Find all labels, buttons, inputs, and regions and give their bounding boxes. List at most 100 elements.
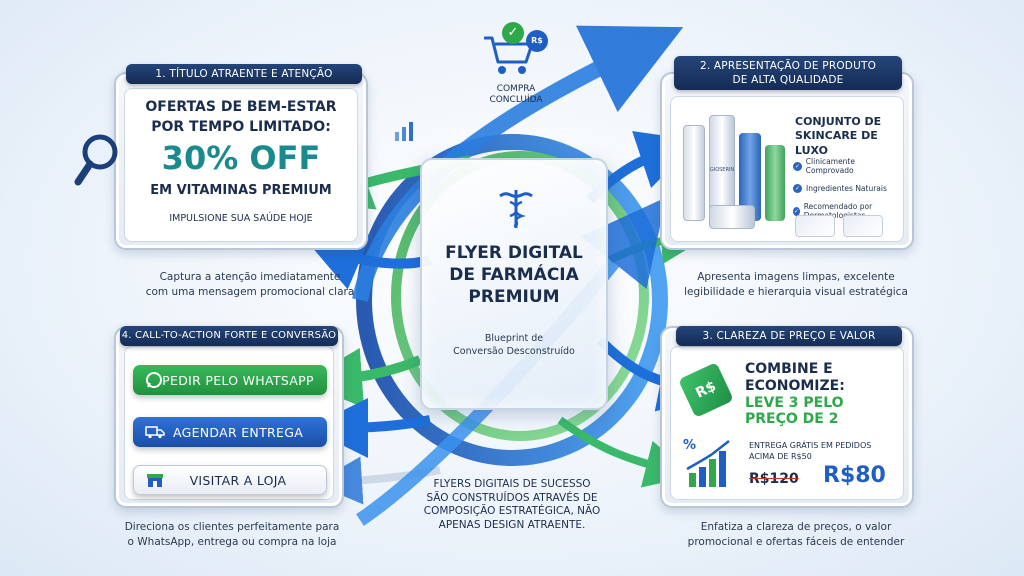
caduceus-icon bbox=[499, 190, 533, 228]
panel-pricing-content: R$ COMBINE E ECONOMIZE: LEVE 3 PELO PREÇ… bbox=[670, 346, 904, 500]
panel3-header: 3. CLAREZA DE PREÇO E VALOR bbox=[676, 326, 902, 346]
bottom-note: FLYERS DIGITAIS DE SUCESSO SÃO CONSTRUÍD… bbox=[402, 478, 622, 533]
panel-cta-content: PEDIR PELO WHATSAPP AGENDAR ENTREGA VISI… bbox=[124, 346, 334, 500]
schedule-delivery-button[interactable]: AGENDAR ENTREGA bbox=[133, 417, 327, 447]
panel2-header-line1: 2. APRESENTAÇÃO DE PRODUTO bbox=[699, 60, 877, 72]
panel-cta: PEDIR PELO WHATSAPP AGENDAR ENTREGA VISI… bbox=[114, 326, 344, 508]
headline-line4: IMPULSIONE SUA SAÚDE HOJE bbox=[169, 213, 313, 224]
promo-line4: PREÇO DE 2 bbox=[745, 411, 839, 428]
product-title: CONJUNTO DE SKINCARE DE LUXO bbox=[795, 115, 903, 158]
bullet-item: ✓ Ingredientes Naturais bbox=[793, 184, 903, 193]
panel-headline: OFERTAS DE BEM-ESTAR POR TEMPO LIMITADO:… bbox=[114, 72, 368, 250]
headline-line2: POR TEMPO LIMITADO: bbox=[151, 119, 331, 135]
center-subtitle-line1: Blueprint de bbox=[484, 333, 544, 344]
product-title-line1: CONJUNTO DE bbox=[795, 115, 882, 128]
schedule-delivery-button-label: AGENDAR ENTREGA bbox=[172, 424, 304, 440]
arrow-to-panel4-b bbox=[308, 397, 431, 458]
panel-product: GIOSERIN CONJUNTO DE SKINCARE DE LUXO ✓C… bbox=[660, 72, 914, 250]
new-price: R$80 bbox=[823, 463, 886, 488]
whatsapp-icon bbox=[146, 372, 162, 388]
bullet-text: Clinicamente Comprovado bbox=[805, 157, 855, 175]
shipping-note: ENTREGA GRÁTIS EM PEDIDOS ACIMA DE R$50 bbox=[749, 441, 871, 463]
bottom-note-line1: FLYERS DIGITAIS DE SUCESSO bbox=[433, 478, 591, 490]
center-title-line3: PREMIUM bbox=[468, 287, 560, 308]
visit-store-button-label: VISITAR A LOJA bbox=[189, 472, 287, 488]
panel3-caption-line1: Enfatiza a clareza de preços, o valor bbox=[700, 521, 892, 533]
bullet-text: Recomendado por Dermatologistas bbox=[803, 202, 873, 220]
product-bullets: ✓Clinicamente Comprovado ✓Ingredientes N… bbox=[793, 157, 903, 229]
shipping-line2: ACIMA DE R$50 bbox=[749, 451, 812, 461]
panel4-header: 4. CALL-TO-ACTION FORTE E CONVERSÃO bbox=[120, 326, 338, 346]
bottle-2 bbox=[709, 115, 735, 221]
bottom-note-line2: SÃO CONSTRUÍDOS ATRAVÉS DE bbox=[426, 491, 598, 504]
whatsapp-button-label: PEDIR PELO WHATSAPP bbox=[162, 372, 314, 388]
bottle-3 bbox=[739, 133, 761, 221]
panel1-caption-line1: Captura a atenção imediatamente bbox=[159, 271, 341, 283]
panel2-header-line2: DE ALTA QUALIDADE bbox=[732, 74, 844, 86]
panel4-caption: Direciona os clientes perfeitamente para… bbox=[112, 520, 352, 550]
panel1-caption: Captura a atenção imediatamente com uma … bbox=[130, 270, 370, 300]
bullet-item: ✓Recomendado por Dermatologistas bbox=[793, 202, 903, 220]
old-price: R$120 bbox=[749, 471, 799, 487]
headline-line1: OFERTAS DE BEM-ESTAR bbox=[145, 99, 337, 115]
center-subtitle: Blueprint de Conversão Desconstruído bbox=[422, 332, 606, 359]
cart-label-line2: CONCLUÍDA bbox=[489, 95, 543, 106]
check-icon: ✓ bbox=[793, 206, 800, 216]
promo-text: COMBINE E ECONOMIZE: LEVE 3 PELO PREÇO D… bbox=[745, 361, 845, 428]
panel-headline-content: OFERTAS DE BEM-ESTAR POR TEMPO LIMITADO:… bbox=[124, 88, 358, 242]
product-thumb-2 bbox=[843, 215, 883, 237]
panel4-caption-line2: o WhatsApp, entrega ou compra na loja bbox=[127, 536, 337, 549]
panel-product-content: GIOSERIN CONJUNTO DE SKINCARE DE LUXO ✓C… bbox=[670, 96, 904, 242]
promo-line1: COMBINE E bbox=[745, 361, 833, 377]
bullet-item: ✓Clinicamente Comprovado bbox=[793, 157, 903, 175]
check-circle-icon: ✓ bbox=[502, 22, 524, 44]
panel3-caption-line2: promocional e ofertas fáceis de entender bbox=[687, 536, 905, 549]
bottom-note-line4: APENAS DESIGN ATRAENTE. bbox=[438, 518, 586, 531]
panel2-header: 2. APRESENTAÇÃO DE PRODUTO DE ALTA QUALI… bbox=[674, 56, 902, 90]
bottle-label: GIOSERIN bbox=[709, 167, 735, 173]
svg-text:%: % bbox=[683, 438, 696, 453]
bottle-4 bbox=[765, 145, 785, 221]
center-title-line2: DE FARMÁCIA bbox=[449, 265, 579, 286]
promo-line3: LEVE 3 PELO bbox=[745, 394, 844, 411]
price-tag-icon: R$ bbox=[678, 362, 734, 418]
panel-pricing: R$ COMBINE E ECONOMIZE: LEVE 3 PELO PREÇ… bbox=[660, 326, 914, 508]
check-icon: ✓ bbox=[793, 161, 802, 171]
product-thumb-1 bbox=[795, 215, 835, 237]
storefront-icon bbox=[147, 474, 163, 487]
price-tag-label: R$ bbox=[693, 378, 719, 402]
jar bbox=[709, 205, 755, 229]
currency-coin: R$ bbox=[526, 30, 548, 52]
purchase-complete-badge: ✓ R$ COMPRA CONCLUÍDA bbox=[476, 22, 556, 112]
magnifier-icon bbox=[74, 134, 118, 186]
check-icon: ✓ bbox=[793, 184, 802, 193]
center-subtitle-line2: Conversão Desconstruído bbox=[453, 346, 575, 358]
panel3-caption: Enfatiza a clareza de preços, o valor pr… bbox=[676, 520, 916, 550]
arrow-to-panel3-b bbox=[557, 416, 694, 488]
promo-line2: ECONOMIZE: bbox=[745, 377, 845, 394]
center-title-line1: FLYER DIGITAL bbox=[445, 243, 583, 263]
product-title-line2: SKINCARE DE LUXO bbox=[795, 129, 878, 157]
bottle-1 bbox=[683, 125, 705, 221]
panel2-caption-line1: Apresenta imagens limpas, excelente bbox=[697, 271, 895, 283]
panel2-caption: Apresenta imagens limpas, excelente legi… bbox=[676, 270, 916, 300]
headline-line3: EM VITAMINAS PREMIUM bbox=[150, 183, 332, 198]
panel2-caption-line2: legibilidade e hierarquia visual estraté… bbox=[684, 286, 908, 299]
whatsapp-button[interactable]: PEDIR PELO WHATSAPP bbox=[133, 365, 327, 395]
cart-label-line1: COMPRA bbox=[496, 84, 536, 94]
bottom-note-line3: COMPOSIÇÃO ESTRATÉGICA, NÃO bbox=[423, 505, 601, 518]
shopping-cart-icon bbox=[484, 36, 534, 74]
visit-store-button[interactable]: VISITAR A LOJA bbox=[133, 465, 327, 495]
panel1-caption-line2: com uma mensagem promocional clara bbox=[145, 286, 355, 299]
delivery-truck-icon bbox=[145, 426, 165, 439]
discount-text: 30% OFF bbox=[161, 139, 321, 177]
bullet-text: Ingredientes Naturais bbox=[806, 184, 887, 193]
center-title: FLYER DIGITAL DE FARMÁCIA PREMIUM bbox=[422, 242, 606, 308]
shipping-line1: ENTREGA GRÁTIS EM PEDIDOS bbox=[749, 441, 872, 450]
cart-label: COMPRA CONCLUÍDA bbox=[466, 84, 566, 107]
panel4-caption-line1: Direciona os clientes perfeitamente para bbox=[124, 521, 340, 533]
panel1-header: 1. TÍTULO ATRAENTE E ATENÇÃO bbox=[126, 64, 362, 84]
center-flyer-card: FLYER DIGITAL DE FARMÁCIA PREMIUM Bluepr… bbox=[420, 158, 608, 410]
ring-green bbox=[391, 151, 649, 441]
growth-chart-icon: % bbox=[683, 438, 730, 487]
